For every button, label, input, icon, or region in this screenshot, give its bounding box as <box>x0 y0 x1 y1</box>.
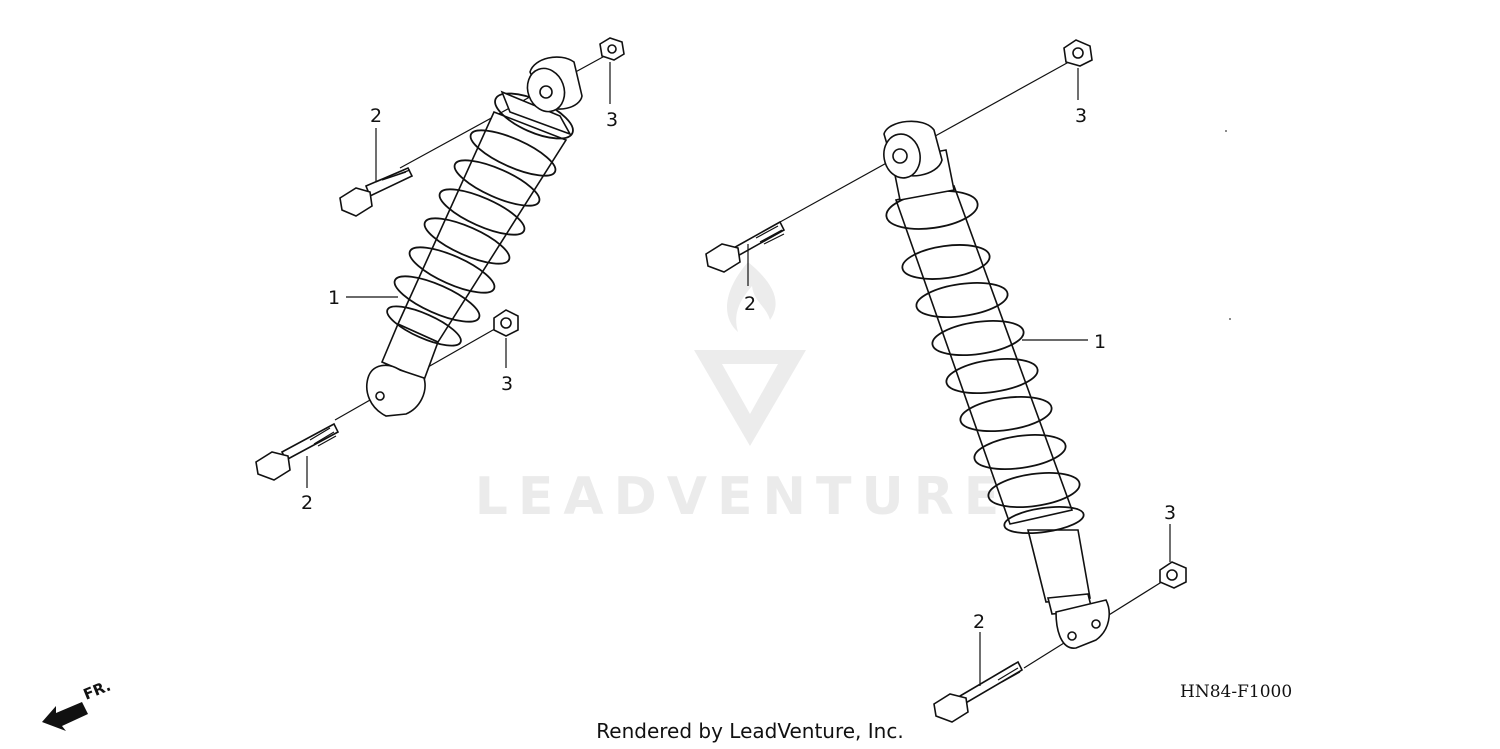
left-shock-assembly: 2 1 3 3 2 <box>255 37 625 514</box>
callout-right-upper-nut: 3 <box>1075 105 1087 127</box>
front-direction-indicator: FR. <box>42 677 113 731</box>
right-shock-assembly: 2 1 3 3 2 <box>705 39 1187 723</box>
leadventure-logo <box>694 262 806 446</box>
callout-left-upper-nut: 3 <box>606 109 618 131</box>
right-lower-nut <box>1159 561 1187 589</box>
callout-left-upper-bolt: 2 <box>370 105 382 127</box>
speck <box>1229 318 1231 320</box>
front-arrow-icon <box>42 702 88 731</box>
callout-left-lower-nut: 3 <box>501 373 513 395</box>
callout-right-lower-bolt: 2 <box>973 611 985 633</box>
watermark: LEADVENTURE <box>475 262 1010 527</box>
right-upper-nut <box>1063 39 1093 67</box>
front-label: FR. <box>81 677 114 704</box>
callout-right-upper-bolt: 2 <box>744 293 756 315</box>
diagram-code: HN84-F1000 <box>1180 682 1292 702</box>
left-upper-nut <box>599 37 625 61</box>
watermark-text: LEADVENTURE <box>475 467 1010 527</box>
left-coil-spring <box>386 92 574 347</box>
footer-credit: Rendered by LeadVenture, Inc. <box>596 719 903 743</box>
right-coil-spring <box>885 190 1085 535</box>
right-shock-absorber <box>883 120 1110 649</box>
right-upper-bolt <box>705 220 786 273</box>
right-lower-bolt <box>933 660 1024 723</box>
callout-right-shock: 1 <box>1094 331 1106 353</box>
callout-left-shock: 1 <box>328 287 340 309</box>
callout-right-lower-nut: 3 <box>1164 502 1176 524</box>
left-lower-nut <box>493 309 519 337</box>
left-upper-bolt <box>339 166 414 217</box>
speck <box>1225 130 1227 132</box>
left-shock-absorber <box>366 56 583 417</box>
left-lower-bolt <box>255 422 340 481</box>
callout-left-lower-bolt: 2 <box>301 492 313 514</box>
